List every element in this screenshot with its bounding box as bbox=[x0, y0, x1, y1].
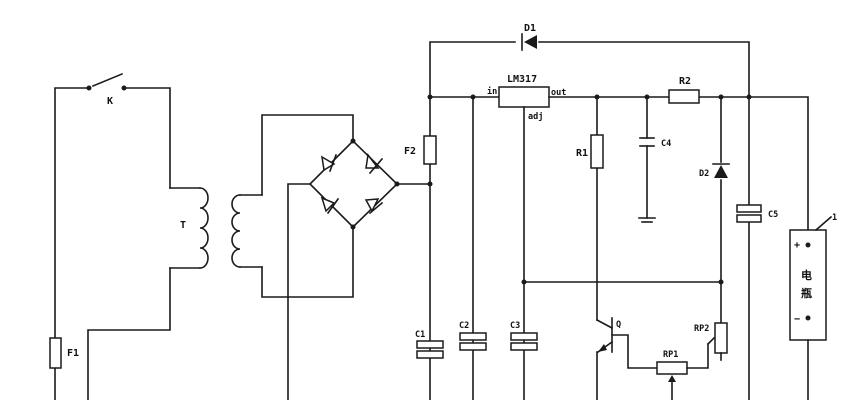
regulator-pin-adj: adj bbox=[528, 111, 543, 122]
switch-label: K bbox=[107, 96, 113, 107]
resistor-r2-label: R2 bbox=[679, 76, 691, 87]
fuse-f2-label: F2 bbox=[404, 146, 416, 157]
capacitor-c2 bbox=[459, 332, 487, 351]
node-f2-bottom bbox=[427, 181, 433, 187]
rp2-wiper bbox=[706, 336, 716, 346]
battery-label-line2: 瓶 bbox=[801, 286, 812, 300]
node-d2-top bbox=[718, 94, 724, 100]
diode-d2 bbox=[712, 163, 730, 178]
potentiometer-rp2 bbox=[714, 322, 728, 354]
battery-terminal-plus bbox=[805, 242, 811, 248]
diode-d1-label: D1 bbox=[524, 23, 536, 34]
capacitor-c5 bbox=[736, 204, 762, 213]
primary-wiring bbox=[54, 72, 171, 400]
transformer-primary-coil bbox=[169, 187, 209, 269]
callout-leader bbox=[814, 215, 833, 232]
node-c5-top bbox=[746, 94, 752, 100]
node-rp2-top bbox=[718, 279, 724, 285]
bridge-diode-3 bbox=[320, 196, 340, 215]
bridge-rectifier-wiring bbox=[261, 114, 431, 400]
regulator-pin-in: in bbox=[487, 86, 497, 97]
rp1-wiper bbox=[668, 375, 676, 400]
capacitor-c1 bbox=[416, 340, 444, 359]
node-f2-top bbox=[427, 94, 433, 100]
battery-minus-label: − bbox=[794, 314, 800, 325]
fuse-f1-label: F1 bbox=[67, 348, 79, 359]
capacitor-c3-label: C3 bbox=[510, 321, 520, 331]
transistor-label: Q bbox=[616, 320, 621, 330]
node-c4-top bbox=[644, 94, 650, 100]
resistor-r1-label: R1 bbox=[576, 148, 588, 159]
node-r1-top bbox=[594, 94, 600, 100]
callout-number: 1 bbox=[832, 213, 837, 223]
regulator-lm317 bbox=[498, 86, 550, 108]
node-adj bbox=[521, 279, 527, 285]
potentiometer-rp1 bbox=[656, 361, 688, 375]
capacitor-c5-label: C5 bbox=[768, 210, 778, 220]
potentiometer-rp1-label: RP1 bbox=[663, 350, 678, 360]
ground-icon bbox=[638, 217, 656, 223]
capacitor-c3 bbox=[510, 332, 538, 351]
battery-terminal-minus bbox=[805, 315, 811, 321]
transformer-secondary-coil bbox=[231, 194, 263, 268]
bridge-diode-4 bbox=[364, 198, 384, 215]
capacitor-c1-label: C1 bbox=[415, 330, 425, 340]
switch-contact-right bbox=[121, 85, 127, 91]
fuse-f1 bbox=[49, 337, 62, 369]
regulator-pin-out: out bbox=[551, 88, 566, 98]
battery-label-line1: 电 bbox=[801, 268, 812, 282]
transformer-label: T bbox=[180, 220, 186, 231]
battery bbox=[789, 229, 827, 341]
regulator-label: LM317 bbox=[507, 74, 537, 85]
capacitor-c4-label: C4 bbox=[661, 139, 671, 149]
bridge-node-top bbox=[350, 138, 356, 144]
resistor-r2 bbox=[668, 89, 700, 104]
bridge-node-bottom bbox=[350, 224, 356, 230]
bridge-node-right bbox=[394, 181, 400, 187]
node-c2-top bbox=[470, 94, 476, 100]
diode-d2-label: D2 bbox=[699, 169, 709, 179]
transistor-q bbox=[595, 317, 658, 400]
switch-contact-left bbox=[86, 85, 92, 91]
fuse-f2 bbox=[423, 135, 437, 165]
output-rail-wiring bbox=[523, 96, 809, 400]
capacitor-c4 bbox=[639, 137, 655, 147]
diode-d1 bbox=[521, 33, 537, 51]
potentiometer-rp2-label: RP2 bbox=[694, 324, 709, 334]
battery-plus-label: + bbox=[794, 240, 800, 251]
capacitor-c2-label: C2 bbox=[459, 321, 469, 331]
bridge-diode-2 bbox=[365, 153, 384, 175]
resistor-r1 bbox=[590, 134, 604, 169]
bridge-diode-1 bbox=[321, 153, 338, 173]
